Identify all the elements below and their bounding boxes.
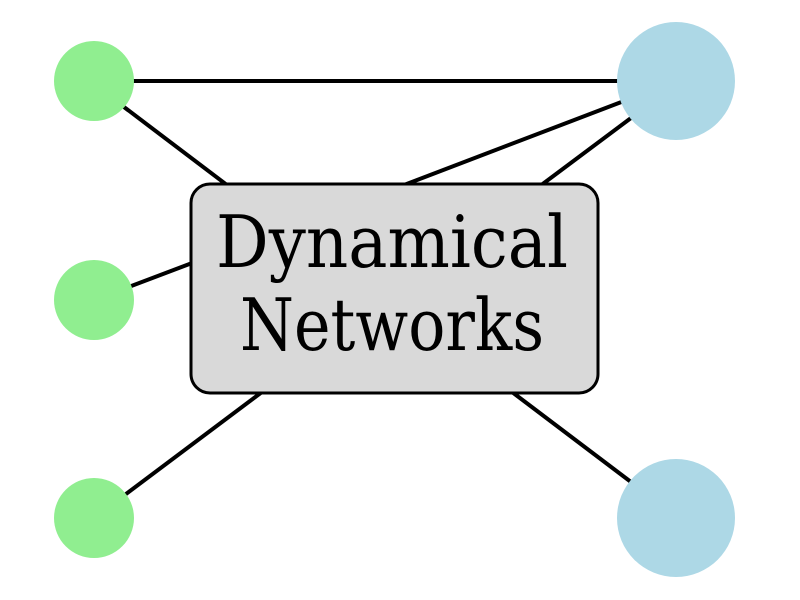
node-top-right — [617, 22, 735, 140]
edges — [94, 79, 676, 499]
right-nodes — [617, 22, 735, 577]
center-box — [189, 182, 600, 395]
edge-top-right-to-center-lower — [538, 116, 633, 188]
left-nodes — [54, 41, 134, 558]
node-bottom-right — [617, 459, 735, 577]
edge-top-right-to-center-upper — [403, 99, 625, 187]
node-top-left — [54, 41, 134, 121]
center-label-line1: Dynamical — [216, 200, 568, 284]
center-label-line2: Networks — [240, 283, 544, 367]
edge-bottom-right-to-center — [510, 390, 633, 484]
center-node: Dynamical Networks — [189, 182, 600, 395]
edge-middle-left-to-center — [125, 258, 201, 290]
node-middle-left — [54, 260, 134, 340]
node-bottom-left — [54, 478, 134, 558]
edge-bottom-left-to-center — [120, 390, 264, 499]
